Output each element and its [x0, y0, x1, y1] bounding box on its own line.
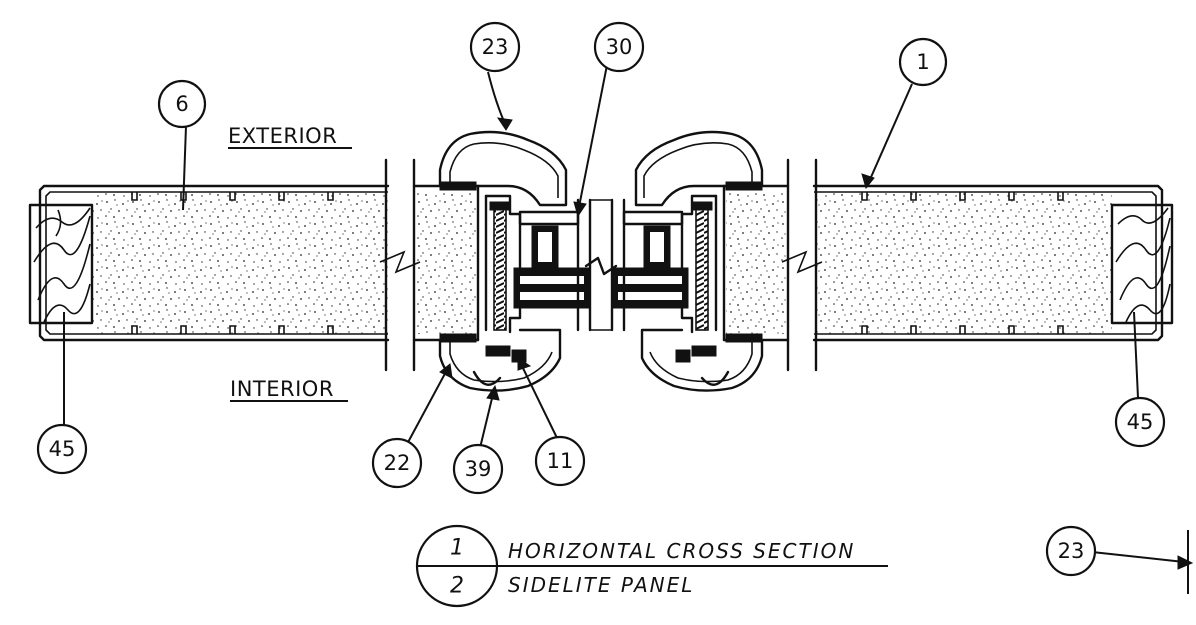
svg-text:11: 11: [547, 449, 574, 473]
svg-text:1: 1: [916, 50, 929, 74]
callout-1: 1: [898, 37, 948, 87]
interior-label: INTERIOR: [230, 377, 334, 401]
callout-45-left: 45: [36, 423, 88, 475]
wood-edge-block-right: [1110, 203, 1174, 325]
callout-22: 22: [371, 437, 423, 489]
svg-text:45: 45: [1127, 410, 1154, 434]
sheet-number: 2: [450, 574, 464, 599]
left-panel: [28, 158, 480, 372]
callout-23-top: 23: [469, 21, 521, 73]
title-block: 1 2 HORIZONTAL CROSS SECTION SIDELITE PA…: [415, 524, 888, 608]
right-glazing-frame: [610, 130, 764, 392]
svg-text:45: 45: [49, 437, 76, 461]
left-glazing-frame: [438, 130, 592, 392]
callout-6: 6: [157, 79, 207, 129]
right-panel: [722, 158, 1174, 372]
callout-leaders: [63, 59, 1194, 594]
callout-23-ref: 23: [1045, 525, 1097, 577]
glass-break-line: [584, 199, 618, 331]
callout-45-right: 45: [1114, 396, 1166, 448]
callout-30: 30: [593, 21, 645, 73]
drawing-title: HORIZONTAL CROSS SECTION: [508, 539, 855, 563]
callout-39: 39: [452, 443, 504, 495]
svg-text:6: 6: [175, 92, 188, 116]
svg-text:22: 22: [384, 451, 411, 475]
svg-text:23: 23: [482, 35, 509, 59]
svg-text:23: 23: [1058, 539, 1085, 563]
exterior-label: EXTERIOR: [228, 124, 337, 148]
detail-number: 1: [450, 536, 464, 561]
drawing-subtitle: SIDELITE PANEL: [508, 573, 694, 597]
wood-edge-block-left: [28, 203, 94, 325]
svg-text:39: 39: [465, 457, 492, 481]
callout-11: 11: [534, 435, 586, 487]
svg-text:30: 30: [606, 35, 633, 59]
